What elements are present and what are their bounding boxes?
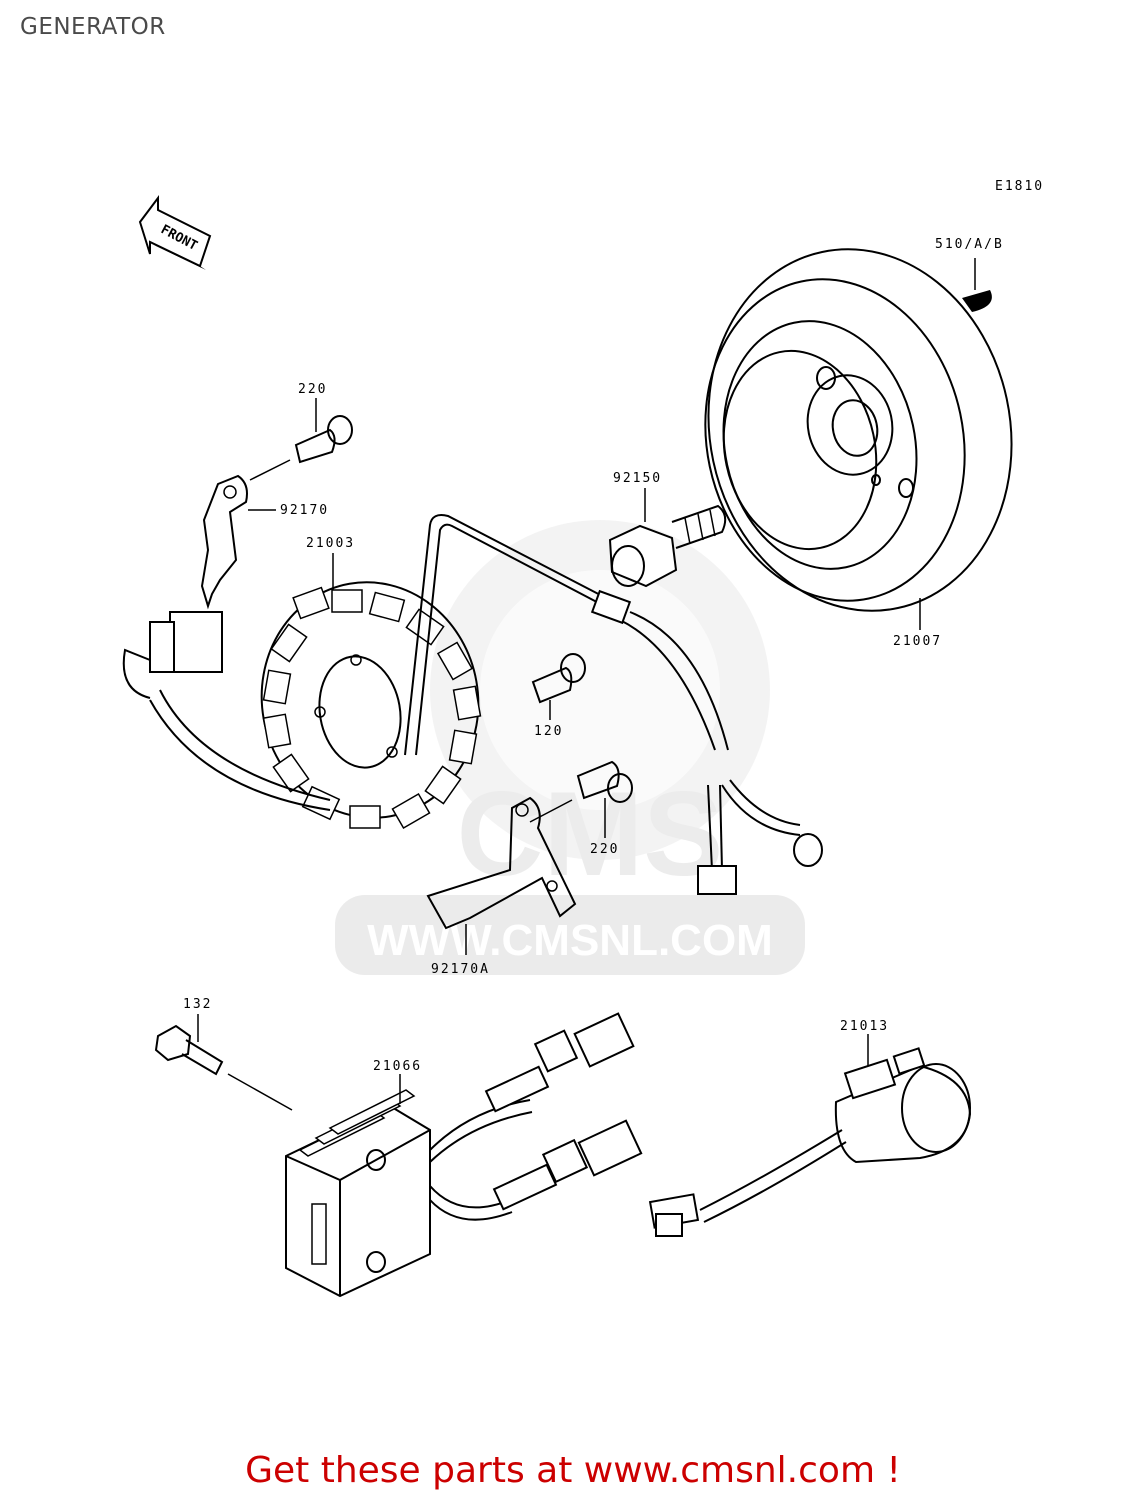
bracket-92170 xyxy=(200,474,276,610)
part-label-21013[interactable]: 21013 xyxy=(840,1019,889,1034)
capacitor xyxy=(648,1034,972,1237)
diagram-code: E1810 xyxy=(995,179,1044,194)
part-label-120[interactable]: 120 xyxy=(534,724,563,739)
screw-220-top xyxy=(249,398,353,481)
regulator-rectifier xyxy=(285,1012,643,1298)
page-title: GENERATOR xyxy=(20,14,166,40)
part-label-92170A[interactable]: 92170A xyxy=(431,962,490,977)
call-to-action[interactable]: Get these parts at www.cmsnl.com ! xyxy=(245,1450,901,1491)
watermark-url: WWW.CMSNL.COM xyxy=(367,916,773,965)
woodruff-key xyxy=(962,258,992,312)
part-label-132[interactable]: 132 xyxy=(183,997,212,1012)
part-label-92150[interactable]: 92150 xyxy=(613,471,662,486)
stator-harness xyxy=(122,514,823,895)
part-label-220-bottom[interactable]: 220 xyxy=(590,842,619,857)
part-label-21003[interactable]: 21003 xyxy=(306,536,355,551)
watermark-logo: CMS xyxy=(457,767,724,901)
flywheel-rotor xyxy=(704,248,1013,630)
part-label-220-top[interactable]: 220 xyxy=(298,382,327,397)
part-label-510[interactable]: 510/A/B xyxy=(935,237,1004,252)
part-label-21066[interactable]: 21066 xyxy=(373,1059,422,1074)
front-arrow-icon: FRONT xyxy=(138,195,212,270)
screw-120 xyxy=(531,653,586,720)
bolt-132 xyxy=(154,1014,293,1111)
screw-220-bottom xyxy=(529,760,633,838)
part-label-92170[interactable]: 92170 xyxy=(280,503,329,518)
parts-diagram: WWW.CMSNL.COM CMS E1810 FRONT 510/A/B 21… xyxy=(122,179,1044,1298)
part-label-21007[interactable]: 21007 xyxy=(893,634,942,649)
bracket-92170A xyxy=(426,796,577,955)
bolt-92150 xyxy=(608,488,727,588)
